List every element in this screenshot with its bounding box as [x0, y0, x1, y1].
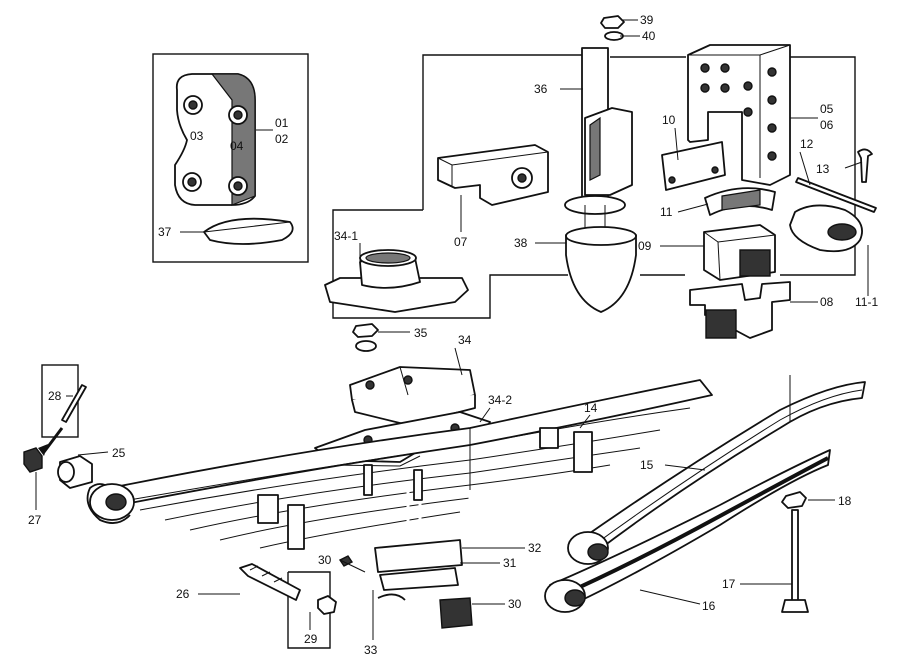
label-08: 08 — [820, 295, 834, 309]
label-31: 31 — [503, 556, 517, 570]
label-26: 26 — [176, 587, 190, 601]
label-34-1: 34-1 — [334, 229, 358, 243]
washer-35b-part — [355, 340, 377, 352]
label-16: 16 — [702, 599, 716, 613]
label-34-2: 34-2 — [488, 393, 512, 407]
saddle-11-part — [704, 187, 776, 216]
rubber-block-09-part — [703, 224, 776, 281]
shock-absorber-36-part — [564, 47, 633, 232]
leaf-spring-15-part — [567, 375, 866, 565]
label-38: 38 — [514, 236, 528, 250]
upper-pad-34-1-part — [324, 249, 469, 313]
clamp-07-part — [437, 144, 549, 206]
label-25: 25 — [112, 446, 126, 460]
bolt-17-part — [781, 509, 809, 613]
leader-lines — [35, 19, 869, 640]
pin-26-part — [239, 563, 301, 601]
label-01: 01 — [275, 116, 289, 130]
leaf-spring-16-part — [544, 449, 831, 613]
label-35: 35 — [414, 326, 428, 340]
pin-12-part — [795, 177, 877, 213]
label-18: 18 — [838, 494, 852, 508]
label-11: 11 — [660, 205, 673, 219]
label-39: 39 — [640, 13, 654, 27]
pad-34-part — [349, 366, 476, 426]
label-10: 10 — [662, 113, 676, 127]
label-04: 04 — [230, 139, 244, 153]
nut-29-part — [317, 595, 337, 615]
label-36: 36 — [534, 82, 548, 96]
bump-stop-38-part — [565, 226, 637, 313]
label-06: 06 — [820, 118, 834, 132]
label-37: 37 — [158, 225, 172, 239]
label-30-left: 30 — [318, 553, 332, 567]
label-33: 33 — [364, 643, 378, 657]
label-30-right: 30 — [508, 597, 522, 611]
bolt-28-part — [38, 384, 87, 456]
label-07: 07 — [454, 235, 468, 249]
frame-bolt29-inset — [287, 571, 331, 649]
bushing-11-1-part — [789, 204, 863, 253]
label-32: 32 — [528, 541, 542, 555]
label-05: 05 — [820, 102, 834, 116]
bracket-05-06-part — [687, 44, 791, 186]
label-14: 14 — [584, 401, 598, 415]
bushing-25-part — [57, 455, 93, 489]
label-02: 02 — [275, 132, 289, 146]
u-bolt-30-part — [338, 490, 473, 650]
nut-27-part — [23, 447, 43, 473]
frame-main-top — [422, 54, 590, 210]
label-12: 12 — [800, 137, 814, 151]
label-29: 29 — [304, 632, 318, 646]
seat-08-part — [689, 281, 791, 339]
nut-18-part — [781, 491, 807, 509]
pad-37-part — [203, 217, 294, 245]
label-34: 34 — [458, 333, 472, 347]
cotter-13-part — [857, 148, 873, 183]
label-03: 03 — [190, 129, 204, 143]
label-28: 28 — [48, 389, 62, 403]
label-17: 17 — [722, 577, 736, 591]
label-15: 15 — [640, 458, 654, 472]
frame-bracket-inset — [152, 53, 309, 263]
label-13: 13 — [816, 162, 830, 176]
plate-10-part — [661, 141, 726, 191]
nut-39-part — [600, 15, 625, 29]
leaf-spring-14-part — [86, 379, 713, 550]
shackle-bracket-part — [174, 73, 256, 206]
label-11-1: 11-1 — [855, 295, 878, 309]
label-40: 40 — [642, 29, 656, 43]
label-27: 27 — [28, 513, 42, 527]
label-09: 09 — [638, 239, 652, 253]
spacer-31-32-part — [363, 464, 463, 591]
frame-main-right — [780, 56, 856, 276]
nut-35-part — [352, 323, 379, 338]
frame-pad-inset — [332, 209, 568, 319]
